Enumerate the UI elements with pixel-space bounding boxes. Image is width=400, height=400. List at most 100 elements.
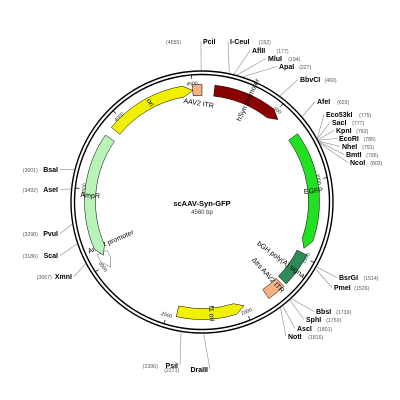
site-leader-line (317, 130, 335, 141)
site-psii: PsiI (2396) (143, 331, 182, 370)
site-leader-line (179, 331, 182, 366)
site-name: PsiI (166, 363, 179, 370)
site-name: XmnI (55, 274, 72, 281)
site-name: Eco53kI (326, 112, 353, 119)
site-position: (3601) (23, 168, 38, 174)
site-saci: SacI (777) (317, 120, 365, 140)
feature-dtrs-aav2-itr (262, 277, 285, 299)
site-position: (1750) (326, 318, 341, 324)
site-leader-line (301, 101, 316, 118)
site-leader-line (73, 263, 86, 277)
site-position: (460) (325, 78, 337, 84)
backbone (70, 70, 334, 334)
site-name: PvuI (43, 231, 58, 238)
site-name: AfeI (317, 99, 330, 106)
site-position: (777) (352, 121, 364, 127)
site-leader-line (233, 50, 251, 75)
site-asei: AseI(3492) (23, 187, 72, 194)
site-position: (3298) (23, 232, 38, 238)
site-apai: ApaI (227) (242, 64, 312, 78)
site-asci: AscI(1801) (282, 305, 332, 333)
site-name: DraIII (190, 367, 208, 374)
site-leader-line (282, 305, 296, 329)
site-leader-line (316, 266, 338, 278)
site-leader-line (317, 122, 331, 140)
site-leader-line (227, 41, 230, 74)
site-position: (194) (288, 57, 300, 63)
feature-bgh-polya (277, 249, 308, 285)
feature-label-egfp: EGFP (304, 187, 324, 196)
tick-mark (163, 319, 166, 324)
site-name: BbvCI (300, 77, 320, 84)
feature-label-ampr: AmpR (80, 192, 100, 200)
site-name: BbsI (316, 309, 331, 316)
feature-hsyn-promoter (213, 84, 279, 120)
backbone-outer-ring (70, 70, 334, 334)
tick-mark (310, 260, 315, 263)
feature-ori (110, 85, 194, 135)
site-name: SacI (332, 120, 346, 127)
site-pvui: PvuI (3298) (23, 223, 73, 238)
site-leader-line (291, 298, 315, 312)
site-position: (1739) (336, 310, 351, 316)
site-name: NheI (342, 144, 357, 151)
site-leader-line (236, 58, 267, 76)
center-label: scAAV-Syn-GFP 4560 bp (173, 199, 230, 216)
site-name: BmtI (346, 152, 362, 159)
tick-label: 2000 (240, 307, 253, 317)
site-bsai: BsaI (3601) (23, 167, 75, 174)
site-name: PmeI (334, 285, 351, 292)
site-position: (3067) (37, 275, 52, 281)
site-position: (775) (359, 113, 371, 119)
site-bbvci: BbvCI (460) (279, 77, 337, 97)
site-leader-line (318, 141, 345, 155)
site-name: AscI (297, 326, 312, 333)
site-ecori: EcoRI(785) (318, 136, 376, 143)
site-leader-line (316, 114, 325, 139)
tick-mark (323, 177, 328, 179)
site-position: (2396) (143, 364, 158, 370)
tick-label: 2500 (160, 311, 173, 320)
tick-label: 4500 (186, 81, 198, 88)
site-scai: ScaI(3186) (23, 243, 78, 260)
feature-label-f1-ori: f1 ori (207, 306, 215, 323)
site-pcii: PciI(4555) (166, 39, 216, 71)
site-noti: NotI (1816) (280, 307, 323, 341)
tick-label: 3500 (81, 183, 88, 195)
backbone-inner-ring (73, 73, 331, 331)
site-leader-line (319, 142, 349, 163)
site-name: SphI (306, 317, 321, 324)
site-leader-line (289, 299, 305, 320)
site-leader-line (203, 333, 211, 370)
site-ncoi: NcoI(803) (319, 142, 383, 167)
site-position: (1526) (354, 286, 369, 292)
site-mlui: MluI(194) (236, 56, 301, 76)
plasmid-title: scAAV-Syn-GFP (173, 199, 230, 208)
site-position: (3186) (23, 254, 38, 260)
site-xmni: XmnI(3067) (37, 263, 86, 281)
feature-aav2-itr (192, 84, 203, 97)
site-bmti: BmtI (795) (318, 141, 379, 159)
site-position: (152) (259, 40, 271, 46)
site-position: (1514) (364, 276, 379, 282)
feature-egfp (288, 133, 320, 249)
site-aflii: AflII(177) (233, 48, 289, 75)
tick-mark (248, 316, 251, 321)
tick-label: 500 (272, 106, 282, 116)
site-position: (783) (356, 129, 368, 135)
site-leader-line (279, 79, 299, 97)
site-position: (1816) (308, 335, 323, 341)
site-position: (791) (362, 145, 374, 151)
site-draiii: DraIII(2271) (164, 333, 211, 374)
site-position: (795) (366, 153, 378, 159)
site-position: (227) (299, 65, 311, 71)
site-name: BsrGI (339, 275, 358, 282)
site-name: BsaI (43, 167, 58, 174)
site-name: NotI (288, 334, 302, 341)
feature-label-aav2-itr: AAV2 ITR (183, 98, 214, 110)
site-afei: AfeI(629) (301, 99, 350, 118)
site-leader-line (315, 268, 333, 288)
site-name: ApaI (279, 64, 294, 71)
site-position: (4555) (166, 40, 181, 46)
